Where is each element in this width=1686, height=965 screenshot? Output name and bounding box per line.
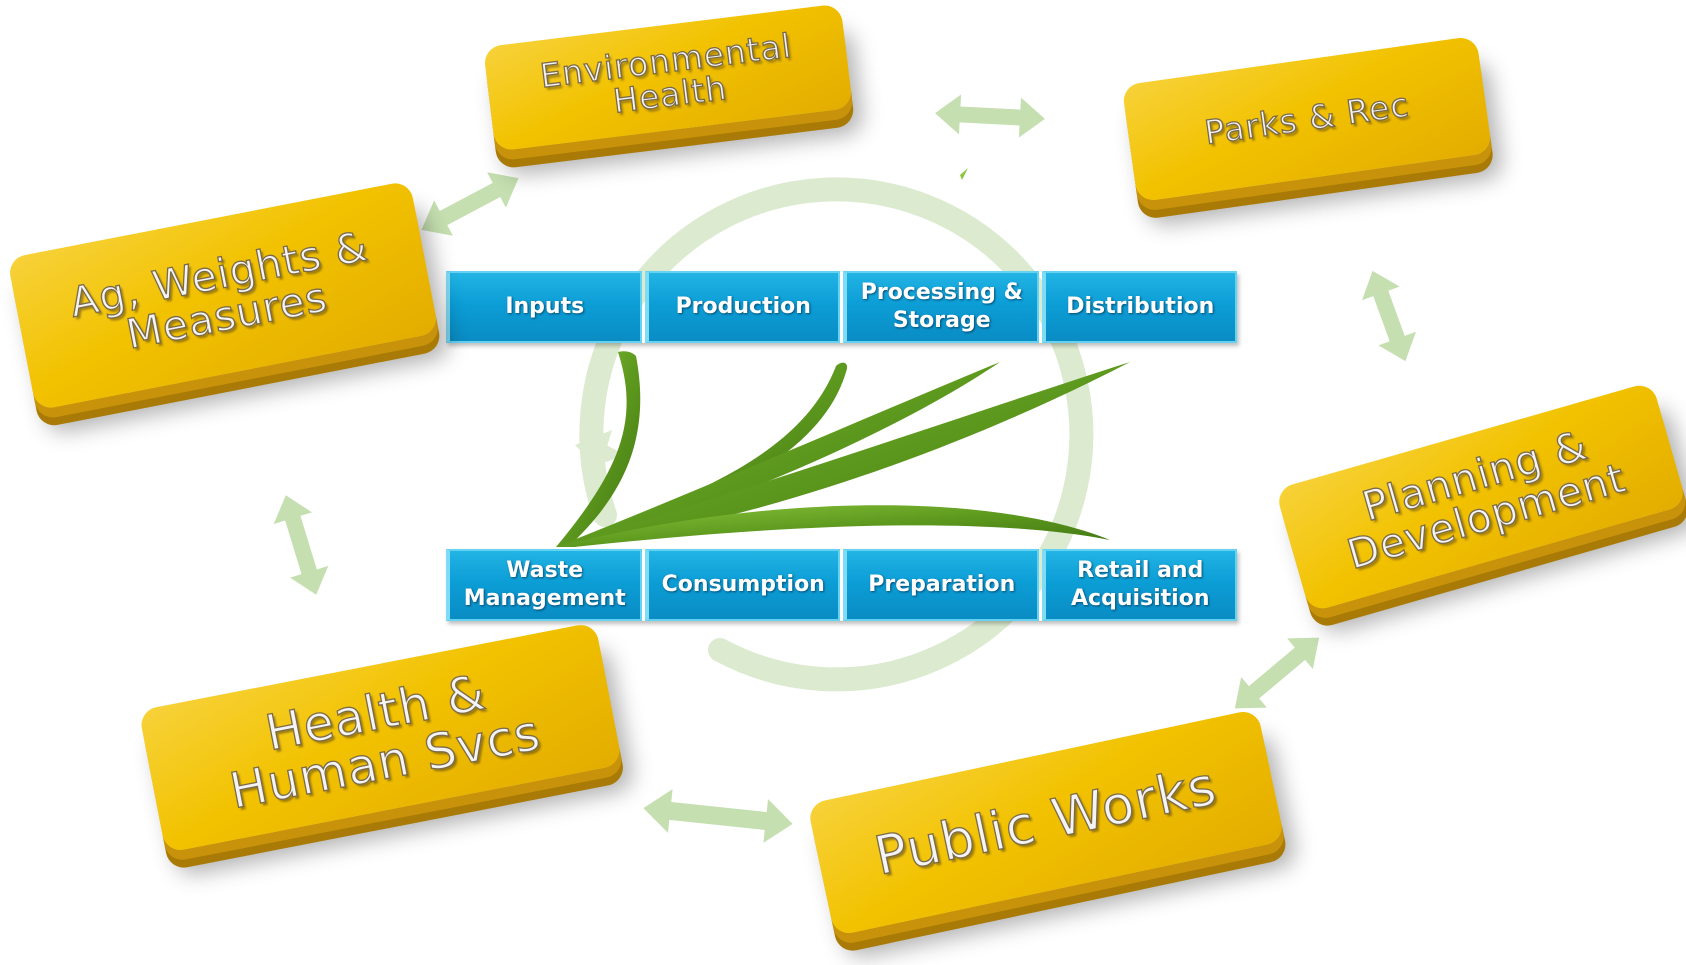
stage-consumption: Consumption	[644, 549, 840, 621]
arrow-parks-plan	[1361, 270, 1417, 362]
connector-arrows	[273, 94, 1417, 843]
grass-leaf-icon	[556, 168, 1130, 547]
arrow-env-parks	[935, 94, 1045, 138]
stage-production: Production	[644, 271, 840, 343]
stage-distribution: Distribution	[1041, 271, 1237, 343]
stage-inputs: Inputs	[446, 271, 642, 343]
stage-processing-storage: Processing & Storage	[843, 271, 1039, 343]
arrow-env-ag	[421, 172, 519, 236]
department-label: Environmental Health	[537, 25, 794, 121]
food-system-top-row: Inputs Production Processing & Storage D…	[446, 271, 1237, 343]
arrow-hhs-pw	[643, 789, 793, 843]
arrow-plan-pw	[1234, 637, 1320, 709]
stage-waste-management: Waste Management	[446, 549, 642, 621]
stage-retail-acquisition: Retail and Acquisition	[1041, 549, 1237, 621]
department-label: Ag, Weights & Measures	[65, 221, 372, 359]
department-label: Parks & Rec	[1202, 84, 1413, 153]
arrow-ag-hhs	[273, 495, 329, 595]
food-system-bottom-row: Waste Management Consumption Preparation…	[446, 549, 1237, 621]
stage-preparation: Preparation	[843, 549, 1039, 621]
